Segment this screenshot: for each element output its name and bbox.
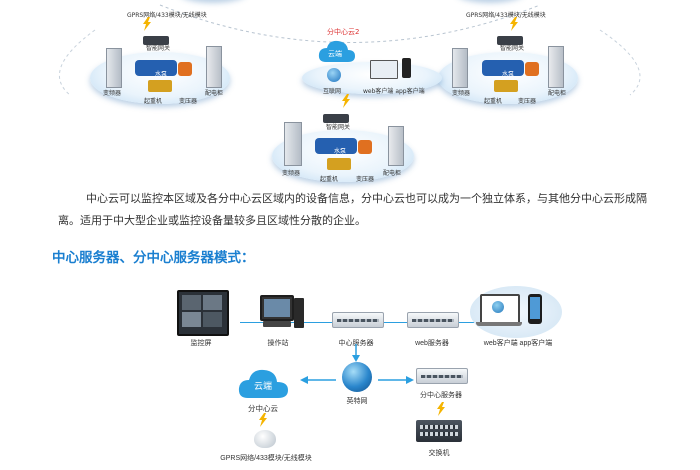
web-server-label: web服务器: [415, 340, 449, 347]
pc-tower-icon: [294, 298, 304, 328]
crane-icon: [494, 80, 518, 92]
phone-icon: [402, 58, 411, 78]
sub-center-server-label: 分中心服务器: [420, 392, 462, 399]
keyboard-icon: [263, 321, 291, 327]
cabinet-icon: [106, 48, 122, 88]
wireless-module-icon: [254, 430, 276, 448]
router-icon: [323, 114, 349, 123]
cloud-icon: [318, 40, 355, 62]
desktop-icon: [260, 295, 294, 321]
laptop-icon: [370, 60, 398, 79]
center-server-label: 中心服务器: [338, 340, 374, 347]
internet-label: 互联网: [323, 88, 342, 95]
switch-label: 交换机: [428, 450, 450, 457]
device-label: 水泵: [502, 71, 515, 78]
cabinet-icon: [452, 48, 468, 88]
cloud-label: 云端: [328, 50, 342, 58]
workstation-label: 操作站: [267, 340, 289, 347]
motor-icon: [358, 140, 372, 154]
arrow-right-icon: [378, 376, 414, 384]
crane-icon: [148, 80, 172, 92]
crane-icon: [327, 158, 351, 170]
pump-icon: [482, 60, 524, 76]
router-icon: [497, 36, 523, 45]
intro-paragraph: 中心云可以监控本区域及各分中心云区域内的设备信息，分中心云也可以成为一个独立体系…: [58, 193, 647, 227]
lightning-icon: [342, 94, 350, 108]
dashed-connection-arc: [59, 4, 641, 96]
motor-icon: [178, 62, 192, 76]
device-label: 配电柜: [205, 90, 224, 97]
pump-icon: [315, 138, 357, 154]
device-label: 配电柜: [383, 170, 402, 177]
switch-icon: [416, 420, 462, 442]
cabinet-icon: [206, 46, 222, 88]
arrow-left-icon: [300, 376, 336, 384]
globe-icon: [342, 362, 372, 392]
internet-label: 英特网: [346, 398, 368, 405]
device-label: 配电柜: [548, 90, 567, 97]
router-icon: [143, 36, 169, 45]
device-label: 变频器: [282, 170, 301, 177]
cloud-icon: [238, 369, 288, 398]
server-icon: [416, 368, 468, 384]
pump-icon: [135, 60, 177, 76]
monitor-wall-icon: [177, 290, 229, 336]
section-title: 中心服务器、分中心服务器模式：: [52, 250, 255, 265]
device-label: 变压器: [518, 98, 537, 105]
lightning-icon: [259, 413, 267, 427]
device-label: 变压器: [356, 176, 375, 183]
left-gateway-label: 智能网关: [146, 45, 171, 52]
motor-icon: [525, 62, 539, 76]
cabinet-icon: [284, 122, 302, 166]
bottom-gateway-label: 智能网关: [326, 124, 351, 131]
device-label: 变压器: [179, 98, 198, 105]
left-module-label: GPRS网络/433模块/无线模块: [127, 12, 207, 19]
server-topology-diagram: 监控屏 操作站 中心服务器 web服务器 web客户端 app客户端 云端 分中…: [0, 280, 700, 470]
device-label: 起重机: [320, 176, 339, 183]
monitor-screen-label: 监控屏: [190, 340, 212, 347]
globe-icon: [327, 68, 341, 82]
lightning-icon: [510, 17, 518, 31]
client-label: web客户端 app客户端: [363, 88, 425, 95]
device-label: 起重机: [144, 98, 163, 105]
device-label: 变频器: [103, 90, 122, 97]
cabinet-icon: [388, 126, 404, 166]
cabinet-icon: [548, 46, 564, 88]
phone-icon: [528, 294, 542, 324]
device-label: 水泵: [334, 148, 347, 155]
wireless-module-label: GPRS网络/433模块/无线模块: [220, 455, 312, 462]
sub-center-cloud-label: 分中心云: [248, 404, 278, 413]
laptop-icon: [480, 294, 520, 324]
clients-label: web客户端 app客户端: [483, 340, 553, 347]
right-module-label: GPRS网络/433模块/无线模块: [466, 12, 546, 19]
arrow-down-icon: [352, 344, 360, 362]
cloud-label: 云端: [254, 381, 273, 391]
right-gateway-label: 智能网关: [500, 45, 525, 52]
device-label: 变频器: [452, 90, 471, 97]
device-label: 水泵: [155, 71, 168, 78]
lightning-icon: [437, 402, 445, 416]
device-label: 起重机: [484, 98, 503, 105]
server-icon: [407, 312, 459, 328]
sub-center-cloud-title: 分中心云2: [327, 28, 360, 36]
cloud-topology-diagram: GPRS网络/433模块/无线模块 智能网关 变频器 水泵 起重机 变压器 配电…: [0, 0, 700, 205]
server-icon: [332, 312, 384, 328]
lightning-icon: [143, 17, 151, 31]
laptop-base: [476, 322, 522, 326]
